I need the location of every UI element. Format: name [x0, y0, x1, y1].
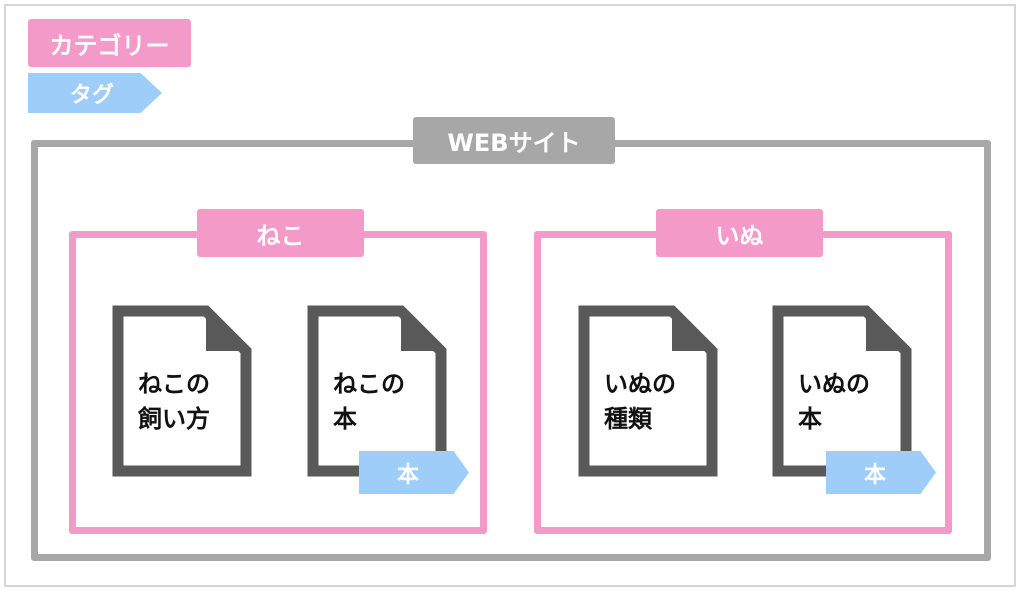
category-label-dog: いぬ: [656, 209, 823, 257]
website-label: WEBサイト: [413, 117, 615, 164]
page-title: ねこの 本: [333, 370, 405, 433]
tag-label: 本: [396, 462, 419, 488]
page-cat-care: ねこの 飼い方: [112, 305, 252, 477]
website-label-text: WEBサイト: [447, 129, 581, 157]
tag-book-dog: 本: [826, 451, 936, 494]
document-icon: [112, 305, 252, 477]
category-label-cat: ねこ: [197, 209, 364, 257]
category-label-dog-text: いぬ: [715, 221, 764, 250]
page-cat-book: ねこの 本: [307, 305, 447, 477]
legend-category: カテゴリー: [28, 19, 191, 67]
document-icon: [578, 305, 718, 477]
category-label-cat-text: ねこ: [256, 221, 305, 250]
legend-tag-label: タグ: [70, 83, 115, 108]
tag-label: 本: [863, 462, 886, 488]
page-title: いぬの 本: [798, 370, 870, 433]
page-dog-breeds: いぬの 種類: [578, 305, 718, 477]
tag-book-cat: 本: [359, 451, 469, 494]
page-title: いぬの 種類: [604, 370, 676, 433]
document-icon: [772, 305, 912, 477]
page-dog-book: いぬの 本: [772, 305, 912, 477]
page-title: ねこの 飼い方: [138, 370, 210, 433]
document-icon: [307, 305, 447, 477]
legend-tag: タグ: [28, 73, 162, 113]
legend-category-label: カテゴリー: [49, 31, 170, 60]
